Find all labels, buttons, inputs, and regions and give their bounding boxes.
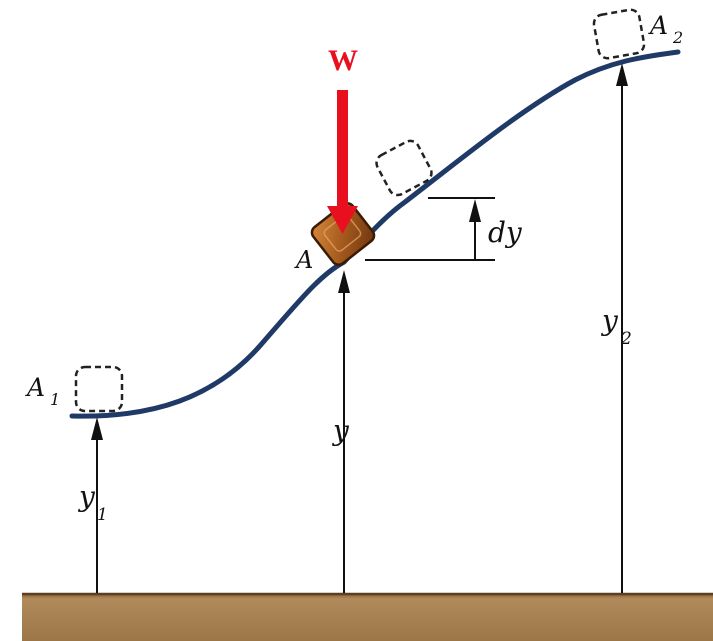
height-arrow-y1 <box>91 417 103 593</box>
weight-label: W <box>328 44 358 77</box>
point-a2-label: A <box>648 11 668 40</box>
weight-arrow <box>327 90 358 234</box>
dy-label: dy <box>488 216 523 249</box>
height-y1-label: y <box>77 480 96 513</box>
height-y-label: y <box>331 414 350 447</box>
position-a1-box <box>74 365 124 413</box>
block-at-a <box>310 202 376 266</box>
dy-dimension <box>365 197 495 261</box>
height-y2-subscript: 2 <box>620 329 632 349</box>
position-a2-box <box>592 8 646 60</box>
point-a1-label: A <box>25 373 45 402</box>
height-y1-subscript: 1 <box>97 505 108 525</box>
position-next-box <box>375 139 433 197</box>
point-a2-subscript: 2 <box>672 28 683 47</box>
ground <box>22 592 713 641</box>
height-y2-label: y <box>600 304 619 337</box>
height-arrow-y2 <box>616 63 628 593</box>
height-arrow-y <box>338 270 350 593</box>
point-a1-subscript: 1 <box>50 390 60 409</box>
point-a-label: A <box>294 246 313 274</box>
